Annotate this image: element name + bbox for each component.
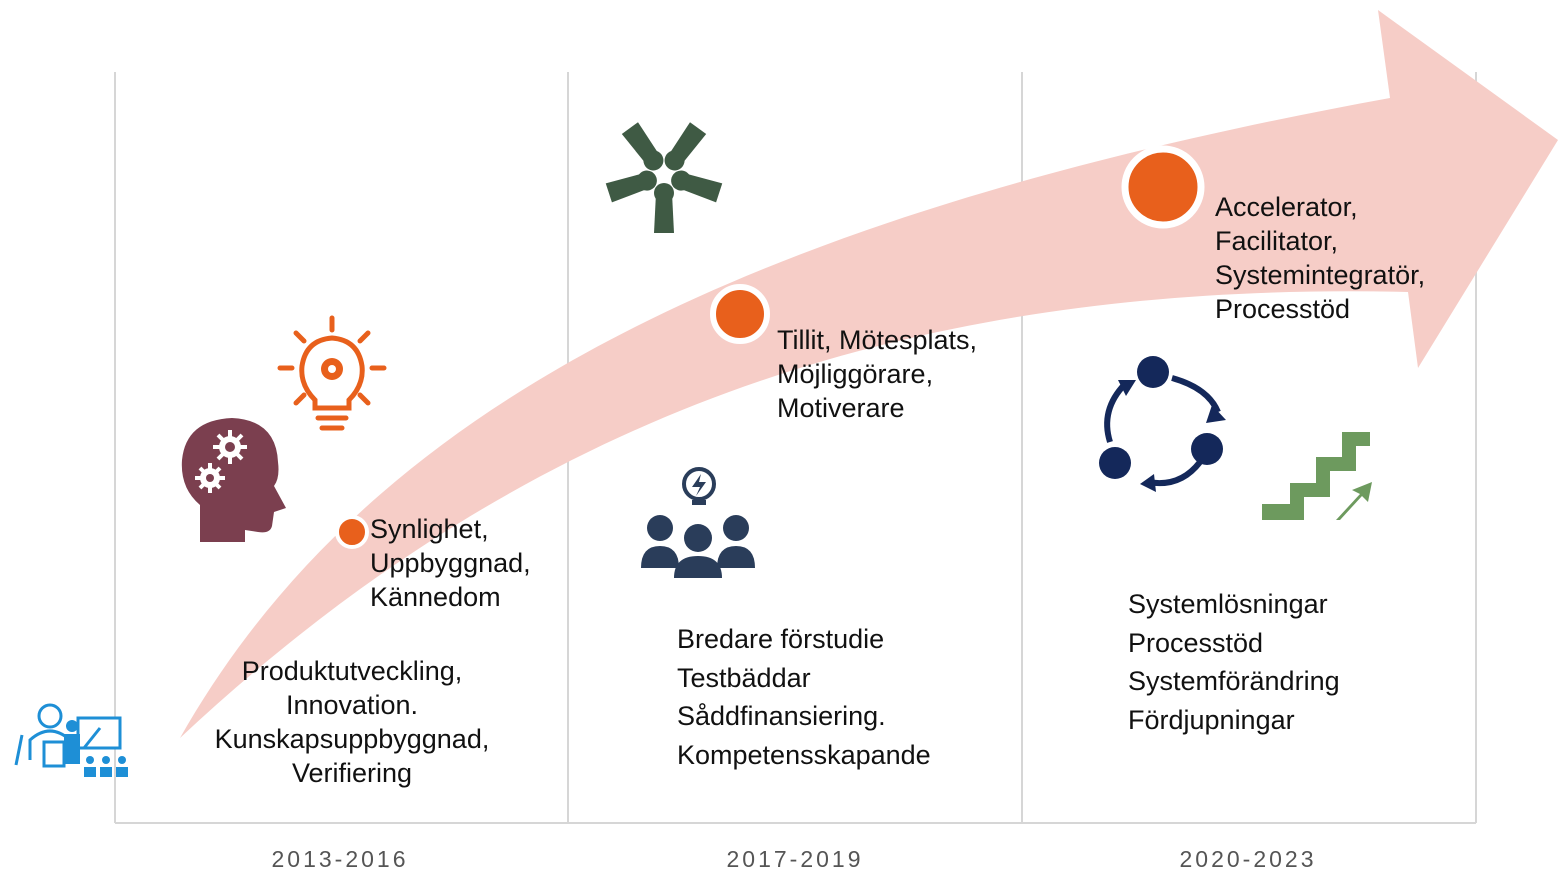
marker-dot-2 (710, 284, 770, 344)
year-label-1: 2013-2016 (271, 846, 409, 872)
stage-markers (335, 145, 1205, 549)
cycle-icon (1099, 356, 1226, 492)
stage-body-2: Bredare förstudie Testbäddar Såddfinansi… (677, 624, 931, 770)
marker-text-1: Synlighet, Uppbyggnad, Kännedom (370, 514, 531, 612)
marker-dot-3 (1121, 145, 1205, 229)
hands-circle-icon (605, 122, 723, 233)
stairs-up-icon (1262, 432, 1372, 520)
stage-body-3: Systemlösningar Processtöd Systemförändr… (1128, 589, 1340, 735)
teacher-icon (14, 703, 128, 777)
team-idea-icon (641, 467, 755, 578)
growth-arrow (180, 10, 1558, 738)
head-gears-icon (181, 418, 286, 542)
year-label-2: 2017-2019 (726, 846, 864, 872)
year-label-3: 2020-2023 (1179, 846, 1317, 872)
lightbulb-gear-icon (277, 315, 387, 431)
marker-dot-1 (335, 515, 369, 549)
marker-text-3: Accelerator, Facilitator, Systemintegrat… (1215, 192, 1426, 324)
marker-text-2: Tillit, Mötesplats, Möjliggörare, Motive… (777, 325, 978, 423)
stage-body-1: Produktutveckling, Innovation. Kunskapsu… (214, 656, 490, 788)
